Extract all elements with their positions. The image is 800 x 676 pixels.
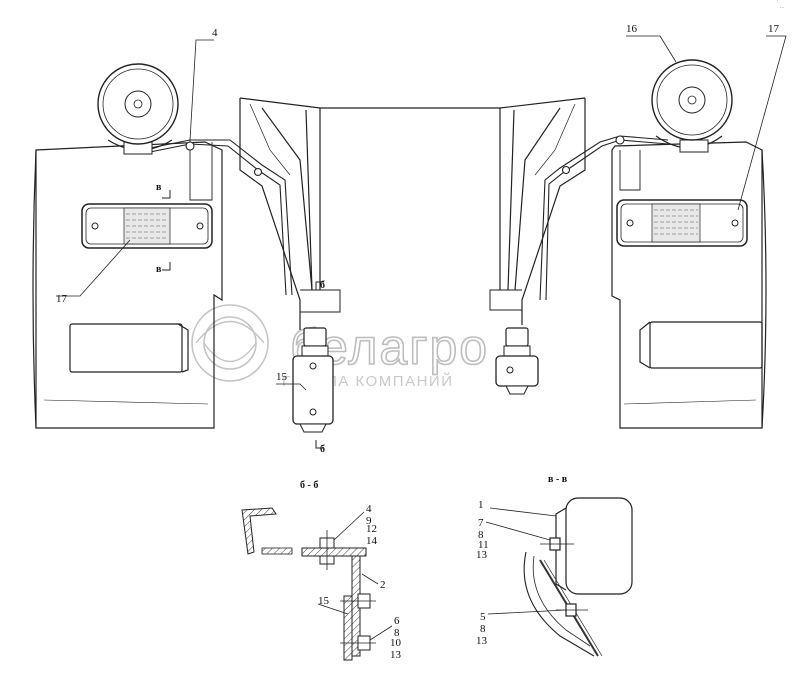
vv-label-5: 5 — [480, 611, 486, 623]
bb-label-9: 9 — [366, 515, 372, 527]
left-work-lamp — [97, 63, 179, 155]
vv-label-13a: 13 — [476, 549, 488, 561]
cab-rear — [239, 97, 586, 330]
section-mark-b-bottom: б — [320, 444, 325, 455]
section-title-vv: в - в — [548, 474, 568, 485]
right-marker-lamp — [495, 327, 539, 395]
bb-label-6: 6 — [394, 615, 400, 627]
leader-lines-vv — [485, 507, 567, 615]
left-fender — [32, 141, 223, 429]
vv-label-8: 8 — [478, 529, 484, 541]
right-rear-light — [616, 199, 748, 247]
left-rear-light — [81, 203, 213, 249]
section-mark-b-top: б — [320, 280, 325, 291]
watermark: белагро ГРУППА КОМПАНИЙ — [191, 304, 488, 390]
section-cut-marks — [162, 190, 324, 449]
callout-17-left: 17 — [56, 293, 68, 305]
right-fender — [611, 141, 767, 429]
watermark-logo-outer — [191, 304, 269, 382]
bb-label-2: 2 — [380, 579, 386, 591]
callout-4: 4 — [212, 27, 218, 39]
bb-label-4: 4 — [366, 503, 372, 515]
callout-16: 16 — [626, 23, 638, 35]
bb-label-8: 8 — [394, 627, 400, 639]
bb-label-14: 14 — [366, 535, 378, 547]
section-bb-drawing — [241, 507, 376, 661]
vv-label-1: 1 — [478, 499, 484, 511]
section-mark-v-bottom: в — [156, 264, 162, 275]
wiring-harness — [149, 135, 669, 301]
leader-lines-bb — [317, 511, 393, 641]
callout-17-right: 17 — [768, 23, 780, 35]
bb-label-12: 12 — [366, 523, 377, 535]
bb-label-13: 13 — [390, 649, 402, 661]
section-mark-v-top: в — [156, 182, 162, 193]
bb-label-10: 10 — [390, 637, 402, 649]
vv-label-11: 11 — [478, 539, 489, 551]
vv-label-13b: 13 — [476, 635, 488, 647]
vv-label-8b: 8 — [480, 623, 486, 635]
leader-lines-top — [56, 35, 787, 391]
section-vv-drawing — [523, 497, 633, 657]
callout-15: 15 — [276, 371, 288, 383]
right-work-lamp — [651, 59, 733, 153]
section-title-bb: б - б — [300, 480, 318, 491]
vv-label-7: 7 — [478, 517, 484, 529]
bb-label-15: 15 — [318, 595, 330, 607]
corner-mark: ่่ ... — [777, 1, 785, 10]
left-marker-lamp — [292, 327, 334, 433]
